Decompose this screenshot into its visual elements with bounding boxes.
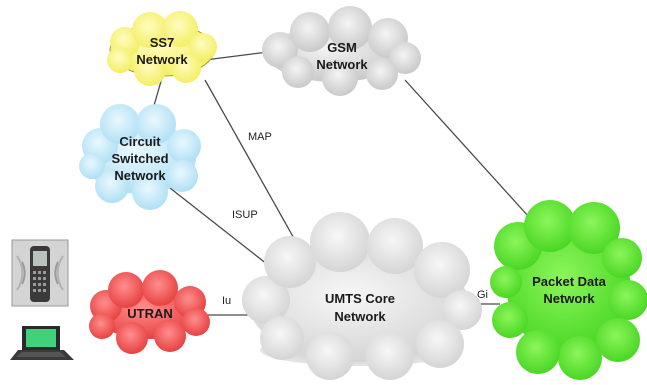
link-label-map: MAP [248, 131, 272, 143]
laptop-icon [10, 326, 74, 360]
umts-label-line1: UMTS Core [325, 291, 395, 306]
link-isup [169, 187, 273, 269]
umts-label-line2: Network [334, 309, 386, 324]
ss7-label-line2: Network [136, 52, 188, 67]
cloud-utran: UTRAN [89, 270, 210, 354]
circuit-label-line2: Switched [111, 151, 168, 166]
gsm-label-line2: Network [316, 57, 368, 72]
cloud-ss7: SS7 Network [107, 11, 217, 86]
packet-label-line2: Network [543, 291, 595, 306]
circuit-label-line1: Circuit [119, 134, 161, 149]
circuit-label-line3: Network [114, 168, 166, 183]
cloud-packet-data: Packet Data Network [490, 200, 647, 380]
connection-lines [147, 51, 549, 316]
ss7-label-line1: SS7 [150, 35, 175, 50]
cloud-umts-core: UMTS Core Network [242, 212, 482, 380]
link-label-isup: ISUP [232, 209, 258, 221]
link-gsm-packet [404, 79, 549, 239]
link-map [204, 79, 306, 259]
cloud-circuit-switched: Circuit Switched Network [79, 104, 201, 210]
utran-label: UTRAN [127, 306, 173, 321]
mobile-phone-icon [11, 239, 69, 307]
packet-label-line1: Packet Data [532, 274, 606, 289]
link-label-iu: Iu [222, 295, 231, 307]
gsm-label-line1: GSM [327, 40, 357, 55]
link-label-gi: Gi [477, 289, 488, 301]
cloud-gsm: GSM Network [262, 6, 421, 96]
link-ss7-gsm [204, 51, 269, 61]
